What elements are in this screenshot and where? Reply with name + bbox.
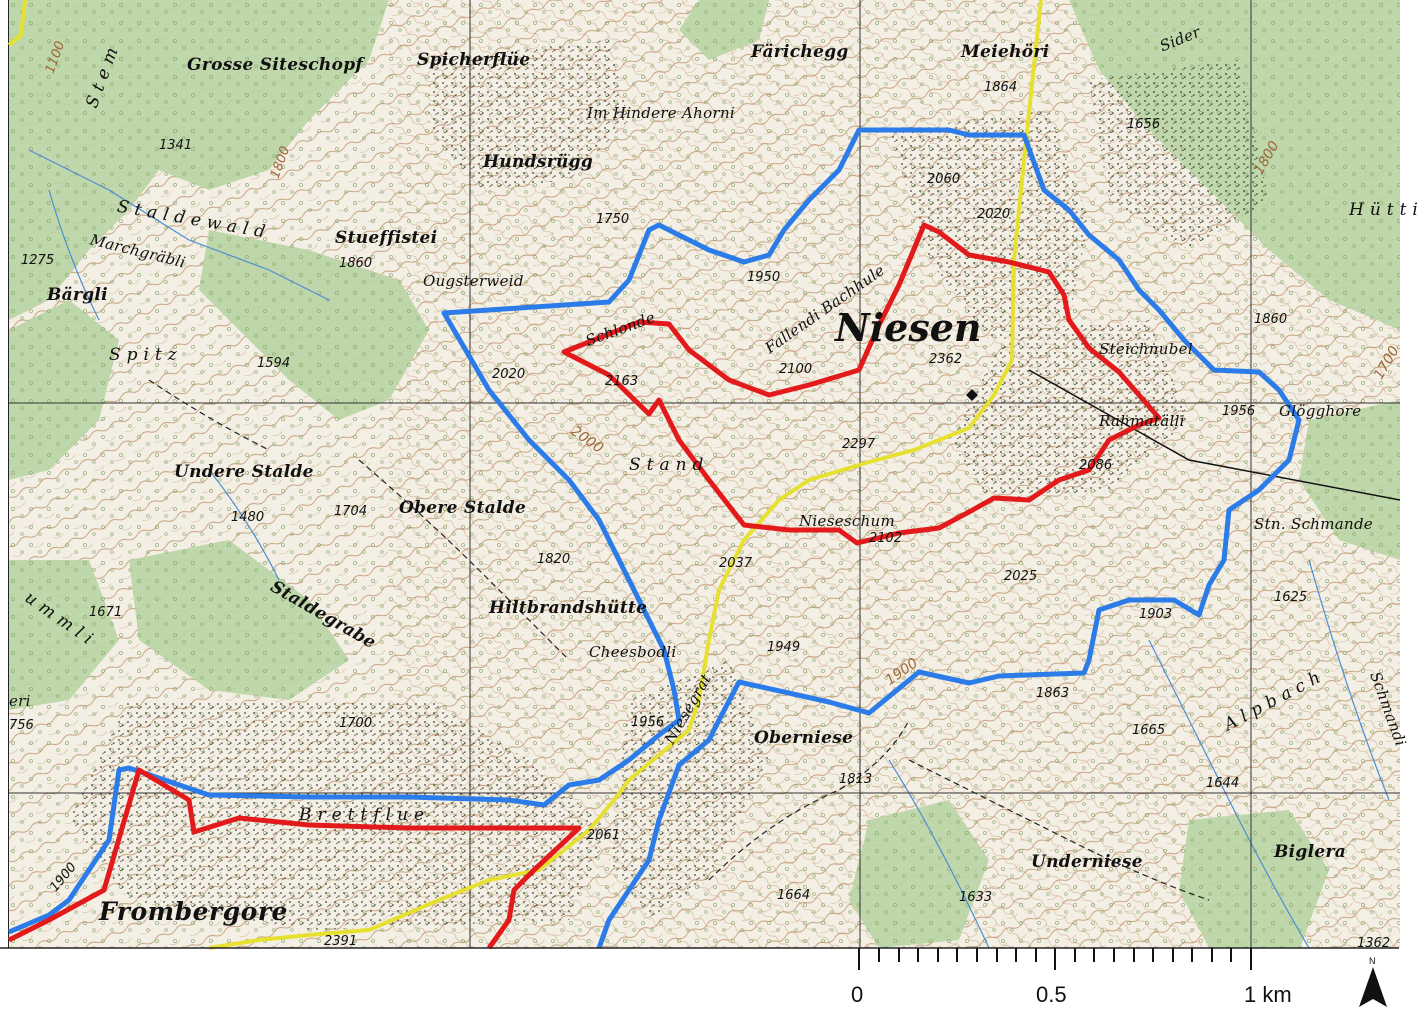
elev-1860a: 1860 [339, 256, 373, 271]
elev-1656: 1656 [1127, 117, 1161, 132]
place-hutti: Hütti [1349, 200, 1424, 220]
place-ougsterweid: Ougsterweid [423, 272, 524, 290]
summit-marker [966, 389, 978, 401]
place-hiltbrandshutte: Hiltbrandshütte [489, 598, 648, 618]
place-farichegg: Färichegg [751, 42, 849, 62]
elev-1813: 1813 [839, 772, 873, 787]
place-spitz: Spitz [109, 345, 183, 365]
place-steichnubel: Steichnubel [1099, 340, 1193, 358]
elev-1864: 1864 [984, 80, 1018, 95]
elev-1949: 1949 [767, 640, 801, 655]
place-brettflue: Brettflue [299, 805, 431, 825]
elev-1750: 1750 [596, 212, 630, 227]
place-eri: eri [9, 692, 31, 710]
place-frombergore: Frombergore [99, 897, 288, 926]
elev-2297: 2297 [842, 437, 876, 452]
elev-1633: 1633 [959, 890, 993, 905]
elev-2060: 2060 [927, 172, 961, 187]
streams [28, 149, 1390, 949]
place-rahmatalli: Rahmatälli [1099, 412, 1185, 430]
elev-1665: 1665 [1132, 723, 1166, 738]
trails [148, 379, 1210, 901]
elev-1956: 1956 [1222, 404, 1256, 419]
route-yellow-topleft [7, 0, 27, 47]
scale-label-zero: 0 [851, 982, 864, 1007]
elev-1644: 1644 [1206, 776, 1240, 791]
elev-1480: 1480 [231, 510, 265, 525]
place-spicherflue: Spicherflüe [417, 50, 531, 70]
elev-1704: 1704 [334, 504, 368, 519]
place-underniese: Underniese [1031, 852, 1143, 872]
elev-1625: 1625 [1274, 590, 1308, 605]
place-cheesbodli: Cheesbodli [589, 643, 677, 661]
place-bargli: Bärgli [47, 285, 108, 305]
north-label: N [1369, 956, 1376, 966]
place-stueffistei: Stueffistei [335, 228, 438, 248]
elev-1956b: 1956 [631, 715, 665, 730]
elev-2100: 2100 [779, 362, 813, 377]
north-arrow-icon [1359, 967, 1387, 1007]
place-nieseschum: Nieseschum [799, 512, 896, 530]
place-undere-stalde: Undere Stalde [174, 462, 314, 482]
elev-1863: 1863 [1036, 686, 1070, 701]
elev-2163: 2163 [605, 374, 639, 389]
grid-lines [9, 0, 1400, 948]
scale-ticks [858, 948, 1252, 970]
route-red-loop [561, 222, 1162, 546]
map-area[interactable]: Grosse Siteschopf Spicherflüe Färichegg … [7, 0, 1418, 951]
elev-1903: 1903 [1139, 607, 1173, 622]
elev-2020a: 2020 [977, 207, 1011, 222]
place-grosse-siteschopf: Grosse Siteschopf [187, 55, 364, 75]
elev-2102: 2102 [869, 531, 903, 546]
map-canvas [7, 0, 1401, 950]
elev-2020b: 2020 [492, 367, 526, 382]
place-obere-stalde: Obere Stalde [399, 498, 527, 518]
place-biglera: Biglera [1274, 842, 1347, 862]
place-stand: Stand [629, 455, 710, 475]
elev-1860b: 1860 [1254, 312, 1288, 327]
route-red [7, 767, 582, 950]
place-stn-schmande: Stn. Schmande [1254, 515, 1374, 533]
elev-2025: 2025 [1004, 569, 1038, 584]
elev-1594: 1594 [257, 356, 291, 371]
elev-2037: 2037 [719, 556, 753, 571]
elev-2362: 2362 [929, 352, 963, 367]
route-blue [8, 127, 1302, 949]
rock-areas [69, 40, 1269, 930]
elev-1700: 1700 [339, 716, 373, 731]
place-glogghore: Glögghore [1279, 402, 1362, 420]
scale-label-half: 0.5 [1036, 982, 1067, 1007]
place-niesen: Niesen [835, 305, 982, 350]
scale-bar [0, 947, 1399, 970]
place-meiehori: Meiehöri [961, 42, 1050, 62]
elev-2391: 2391 [324, 934, 358, 949]
elev-1341: 1341 [159, 138, 193, 153]
elev-1820: 1820 [537, 552, 571, 567]
scale-label-one-km: 1 km [1244, 982, 1292, 1007]
elev-2086: 2086 [1079, 458, 1113, 473]
place-hundsrugg: Hundsrügg [483, 152, 594, 172]
elev-1671: 1671 [89, 605, 123, 620]
elev-2061: 2061 [587, 828, 621, 843]
elev-1664: 1664 [777, 888, 811, 903]
elev-756: 756 [9, 718, 34, 733]
route-yellow [208, 0, 1043, 950]
elev-1950: 1950 [747, 270, 781, 285]
cableway-line [1028, 369, 1401, 501]
place-im-hindere-ahorni: Im Hindere Ahorni [587, 104, 736, 122]
place-oberniese: Oberniese [754, 728, 854, 748]
elev-1275: 1275 [21, 253, 55, 268]
